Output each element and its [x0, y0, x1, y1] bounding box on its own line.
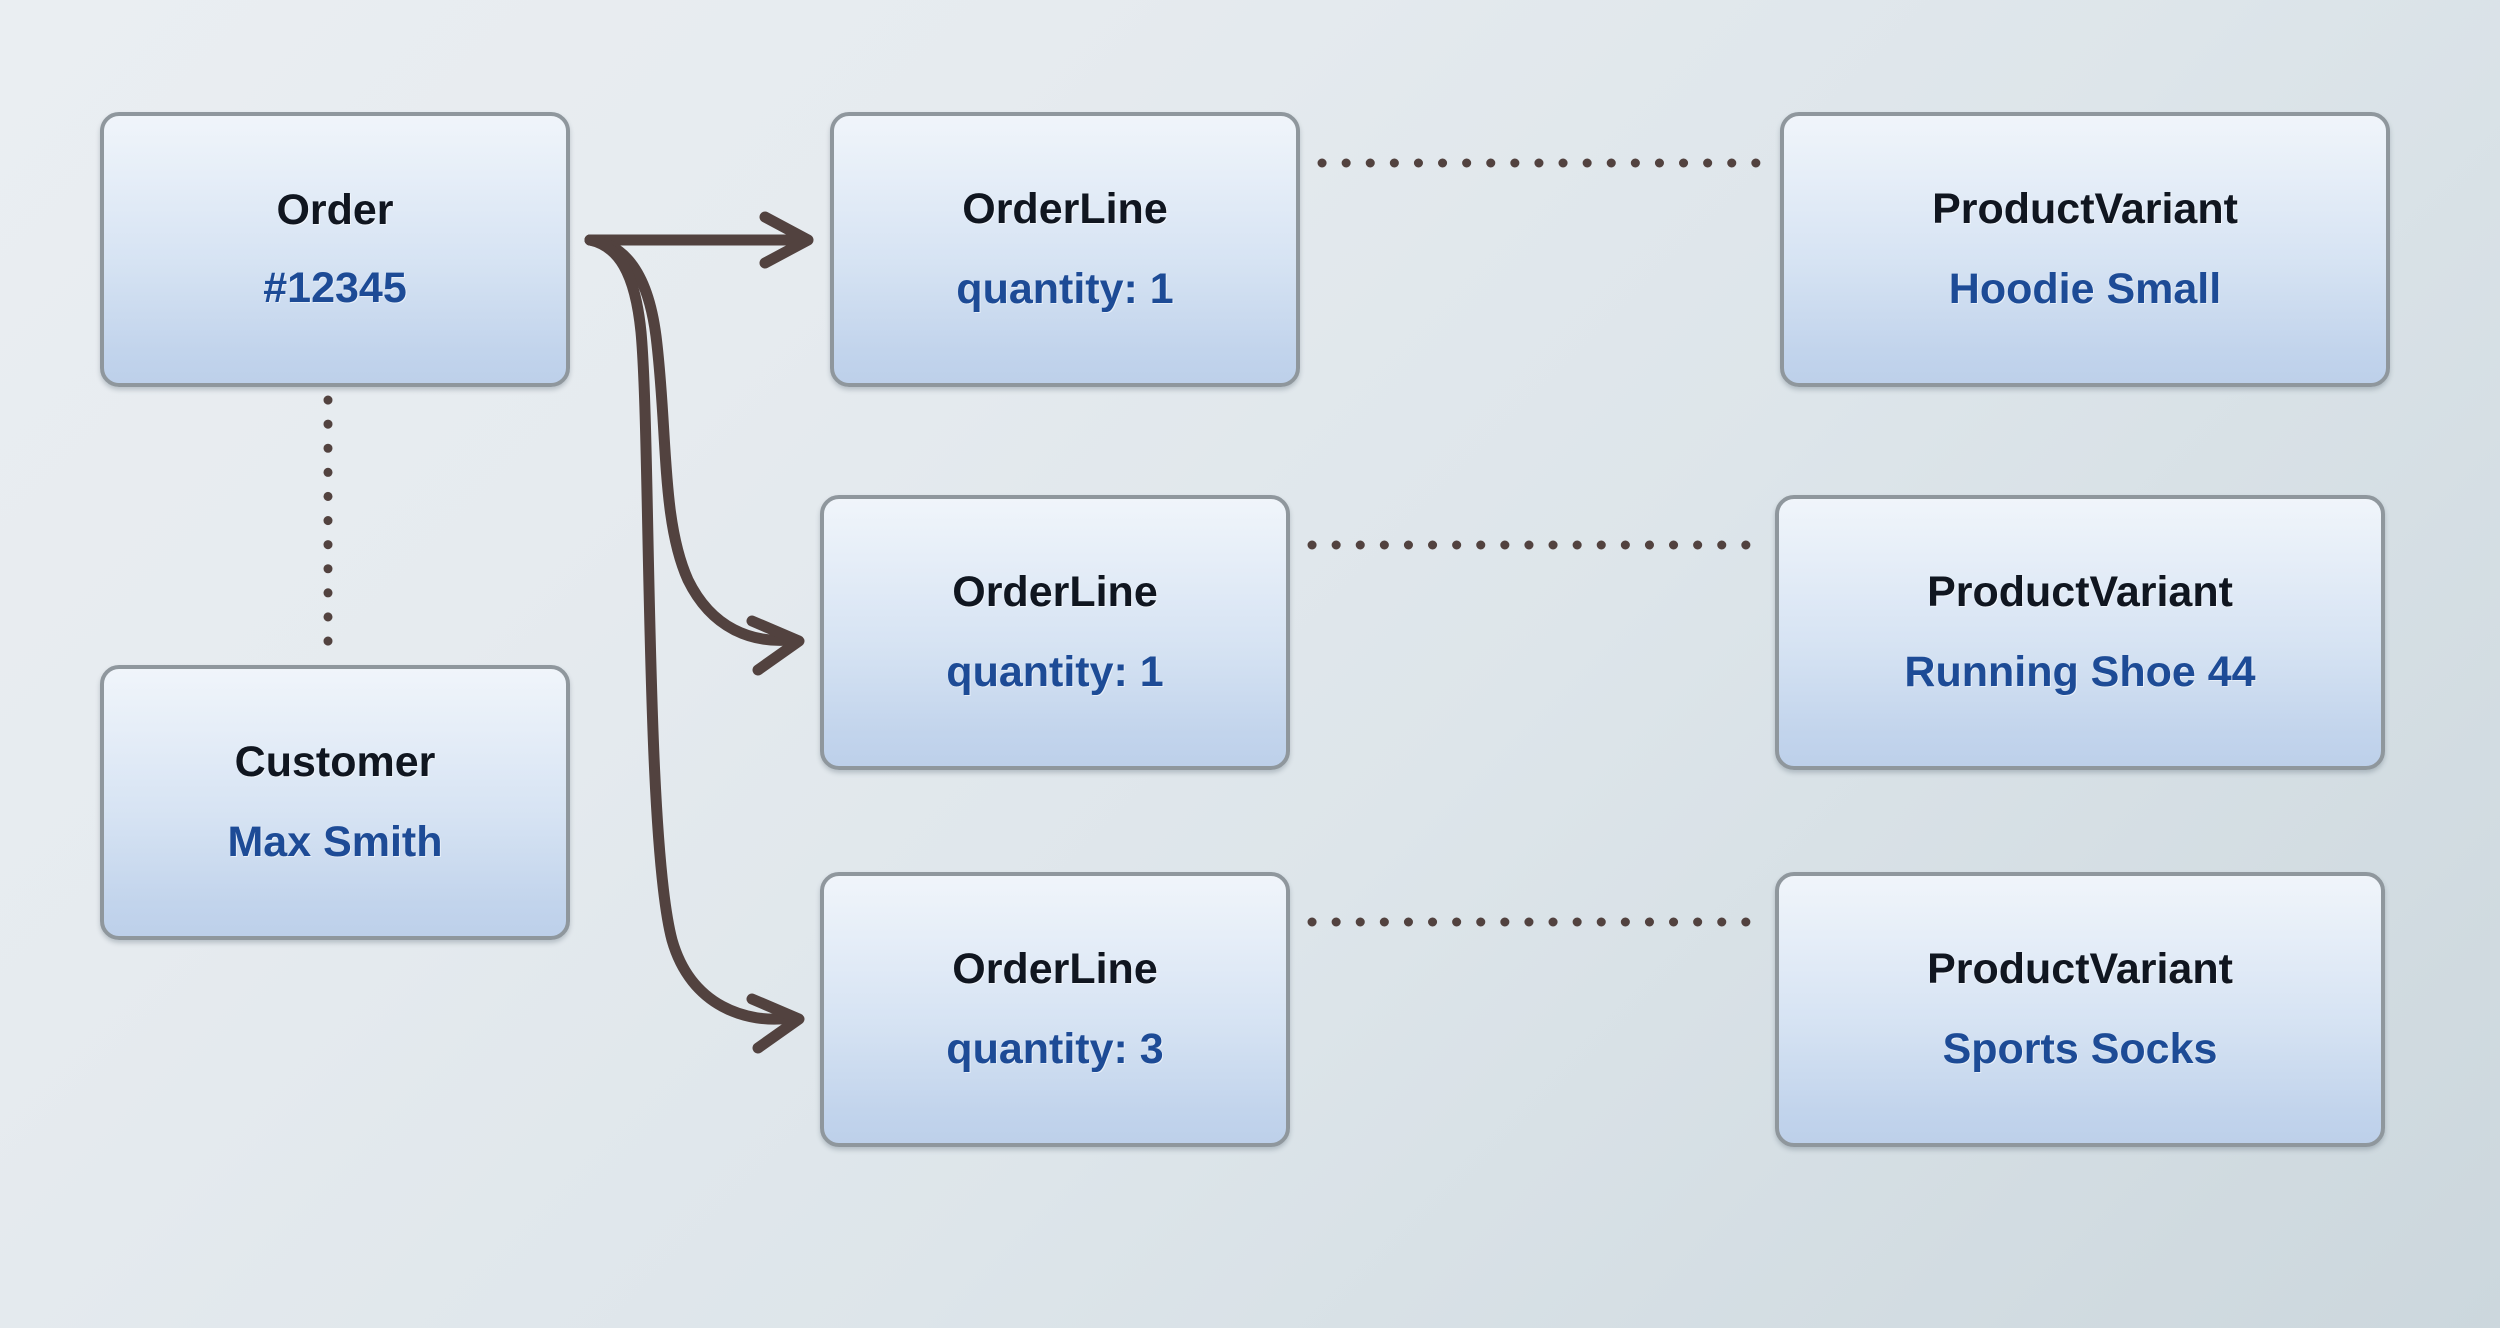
node-productvariant-1-subtitle: Hoodie Small: [1948, 264, 2222, 313]
node-productvariant-3-title: ProductVariant: [1927, 945, 2233, 994]
node-productvariant-3[interactable]: ProductVariant Sports Socks: [1775, 872, 2385, 1147]
node-customer[interactable]: Customer Max Smith: [100, 665, 570, 940]
node-productvariant-2-subtitle: Running Shoe 44: [1904, 647, 2256, 696]
node-order-title: Order: [276, 186, 394, 235]
node-productvariant-1[interactable]: ProductVariant Hoodie Small: [1780, 112, 2390, 387]
node-productvariant-2[interactable]: ProductVariant Running Shoe 44: [1775, 495, 2385, 770]
node-customer-subtitle: Max Smith: [227, 817, 443, 866]
node-productvariant-1-title: ProductVariant: [1932, 185, 2238, 234]
node-orderline-1-subtitle: quantity: 1: [956, 264, 1174, 313]
node-orderline-3-title: OrderLine: [952, 945, 1158, 994]
arrowhead-order-to-orderline2: [746, 615, 805, 676]
node-orderline-3[interactable]: OrderLine quantity: 3: [820, 872, 1290, 1147]
node-orderline-2-title: OrderLine: [952, 568, 1158, 617]
node-productvariant-2-title: ProductVariant: [1927, 568, 2233, 617]
node-customer-title: Customer: [234, 738, 436, 787]
node-order[interactable]: Order #12345: [100, 112, 570, 387]
node-order-subtitle: #12345: [263, 263, 407, 312]
arrowhead-order-to-orderline1: [759, 211, 814, 269]
node-orderline-2-subtitle: quantity: 1: [946, 647, 1164, 696]
node-orderline-1-title: OrderLine: [962, 185, 1168, 234]
edge-order-to-orderline3: [584, 234, 796, 1025]
node-productvariant-3-subtitle: Sports Socks: [1942, 1024, 2218, 1073]
node-orderline-1[interactable]: OrderLine quantity: 1: [830, 112, 1300, 387]
node-orderline-3-subtitle: quantity: 3: [946, 1024, 1164, 1073]
arrowhead-order-to-orderline3: [746, 993, 805, 1054]
node-orderline-2[interactable]: OrderLine quantity: 1: [820, 495, 1290, 770]
edge-order-to-orderline2: [584, 234, 796, 646]
